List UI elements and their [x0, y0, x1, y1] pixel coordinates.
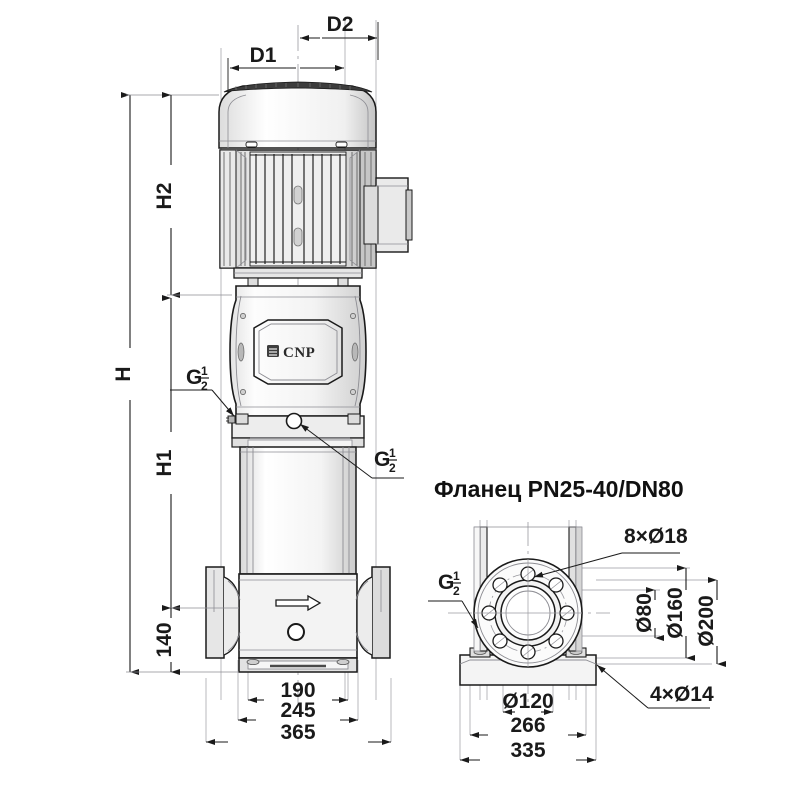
- callout-g-right-denominator: 2: [389, 461, 396, 475]
- dimension-190: 190: [248, 679, 348, 703]
- cnp-logo-text: CNP: [283, 345, 315, 361]
- dimension-d160: Ø160: [664, 565, 695, 661]
- callout-8x18: 8×Ø18: [624, 525, 688, 548]
- callout-g-left-numerator: 1: [201, 364, 208, 378]
- callout-g-right-main: G: [374, 448, 390, 471]
- dimension-266: 266: [470, 714, 586, 738]
- pump-base-with-flanges: [205, 566, 391, 673]
- dimension-d1: D1: [227, 44, 344, 95]
- dim-label-d120: Ø120: [502, 690, 553, 713]
- dimension-d200: Ø200: [695, 577, 726, 667]
- callout-g-half-flange: G 1 2: [428, 569, 479, 629]
- dim-label-245: 245: [280, 699, 315, 722]
- pump-head-collar: [226, 412, 365, 448]
- callout-g-left-denominator: 2: [201, 379, 208, 393]
- callout-g-half-right: G 1 2: [299, 423, 404, 479]
- callout-4x14: 4×Ø14: [650, 683, 714, 706]
- callout-g-right-numerator: 1: [389, 446, 396, 460]
- dimension-d80: Ø80: [633, 587, 664, 641]
- cnp-logo-badge: CNP: [253, 319, 343, 385]
- callout-bolt-label: 8×Ø18: [624, 525, 688, 548]
- dim-label-d80: Ø80: [633, 593, 656, 633]
- dim-label-335: 335: [510, 739, 545, 762]
- flange-view-title: Фланец PN25-40/DN80: [434, 476, 684, 502]
- dimension-d2: D2: [300, 13, 379, 60]
- dim-label-365: 365: [280, 721, 315, 744]
- dimension-h2: H2: [153, 92, 232, 298]
- callout-bolt-leader: [533, 552, 623, 578]
- dim-label-d2: D2: [327, 13, 354, 36]
- dimension-d120: Ø120: [502, 690, 554, 715]
- dimension-h1: H1: [153, 295, 239, 611]
- terminal-box: [363, 177, 413, 253]
- callout-foot-leader: [596, 664, 649, 709]
- pump-column-sleeve: [239, 446, 357, 575]
- dim-label-h1: H1: [153, 449, 176, 476]
- vent-plug-port: [285, 412, 303, 430]
- callout-g-left-main: G: [186, 366, 202, 389]
- callout-g-flange-numerator: 1: [453, 569, 460, 583]
- dim-label-d160: Ø160: [664, 587, 687, 638]
- dim-label-d200: Ø200: [695, 595, 718, 646]
- dimension-335: 335: [460, 739, 596, 763]
- flange-disc: [473, 558, 583, 668]
- callout-g-half-left: G 1 2: [170, 364, 235, 417]
- flow-direction-arrow: [275, 594, 322, 612]
- flange-bolt-holes: [481, 566, 575, 660]
- dimension-245: 245: [238, 699, 358, 723]
- callout-foot-label: 4×Ø14: [650, 683, 714, 706]
- dimension-140: 140: [153, 605, 180, 675]
- dim-label-d1: D1: [250, 44, 277, 67]
- motor-finned-housing: [219, 149, 377, 269]
- callout-g-flange-denominator: 2: [453, 584, 460, 598]
- dim-label-140: 140: [153, 622, 176, 657]
- dim-label-h2: H2: [153, 183, 176, 210]
- motor-fan-cover: [218, 81, 377, 149]
- pump-head-body: CNP: [229, 285, 367, 417]
- dim-label-190: 190: [280, 679, 315, 702]
- drain-port: [287, 623, 305, 641]
- dim-label-266: 266: [510, 714, 545, 737]
- dimension-h: H: [112, 92, 239, 675]
- priming-plug-left: [226, 415, 236, 424]
- dim-label-h: H: [112, 366, 135, 381]
- dimension-365: 365: [206, 721, 391, 745]
- callout-g-flange-main: G: [438, 571, 454, 594]
